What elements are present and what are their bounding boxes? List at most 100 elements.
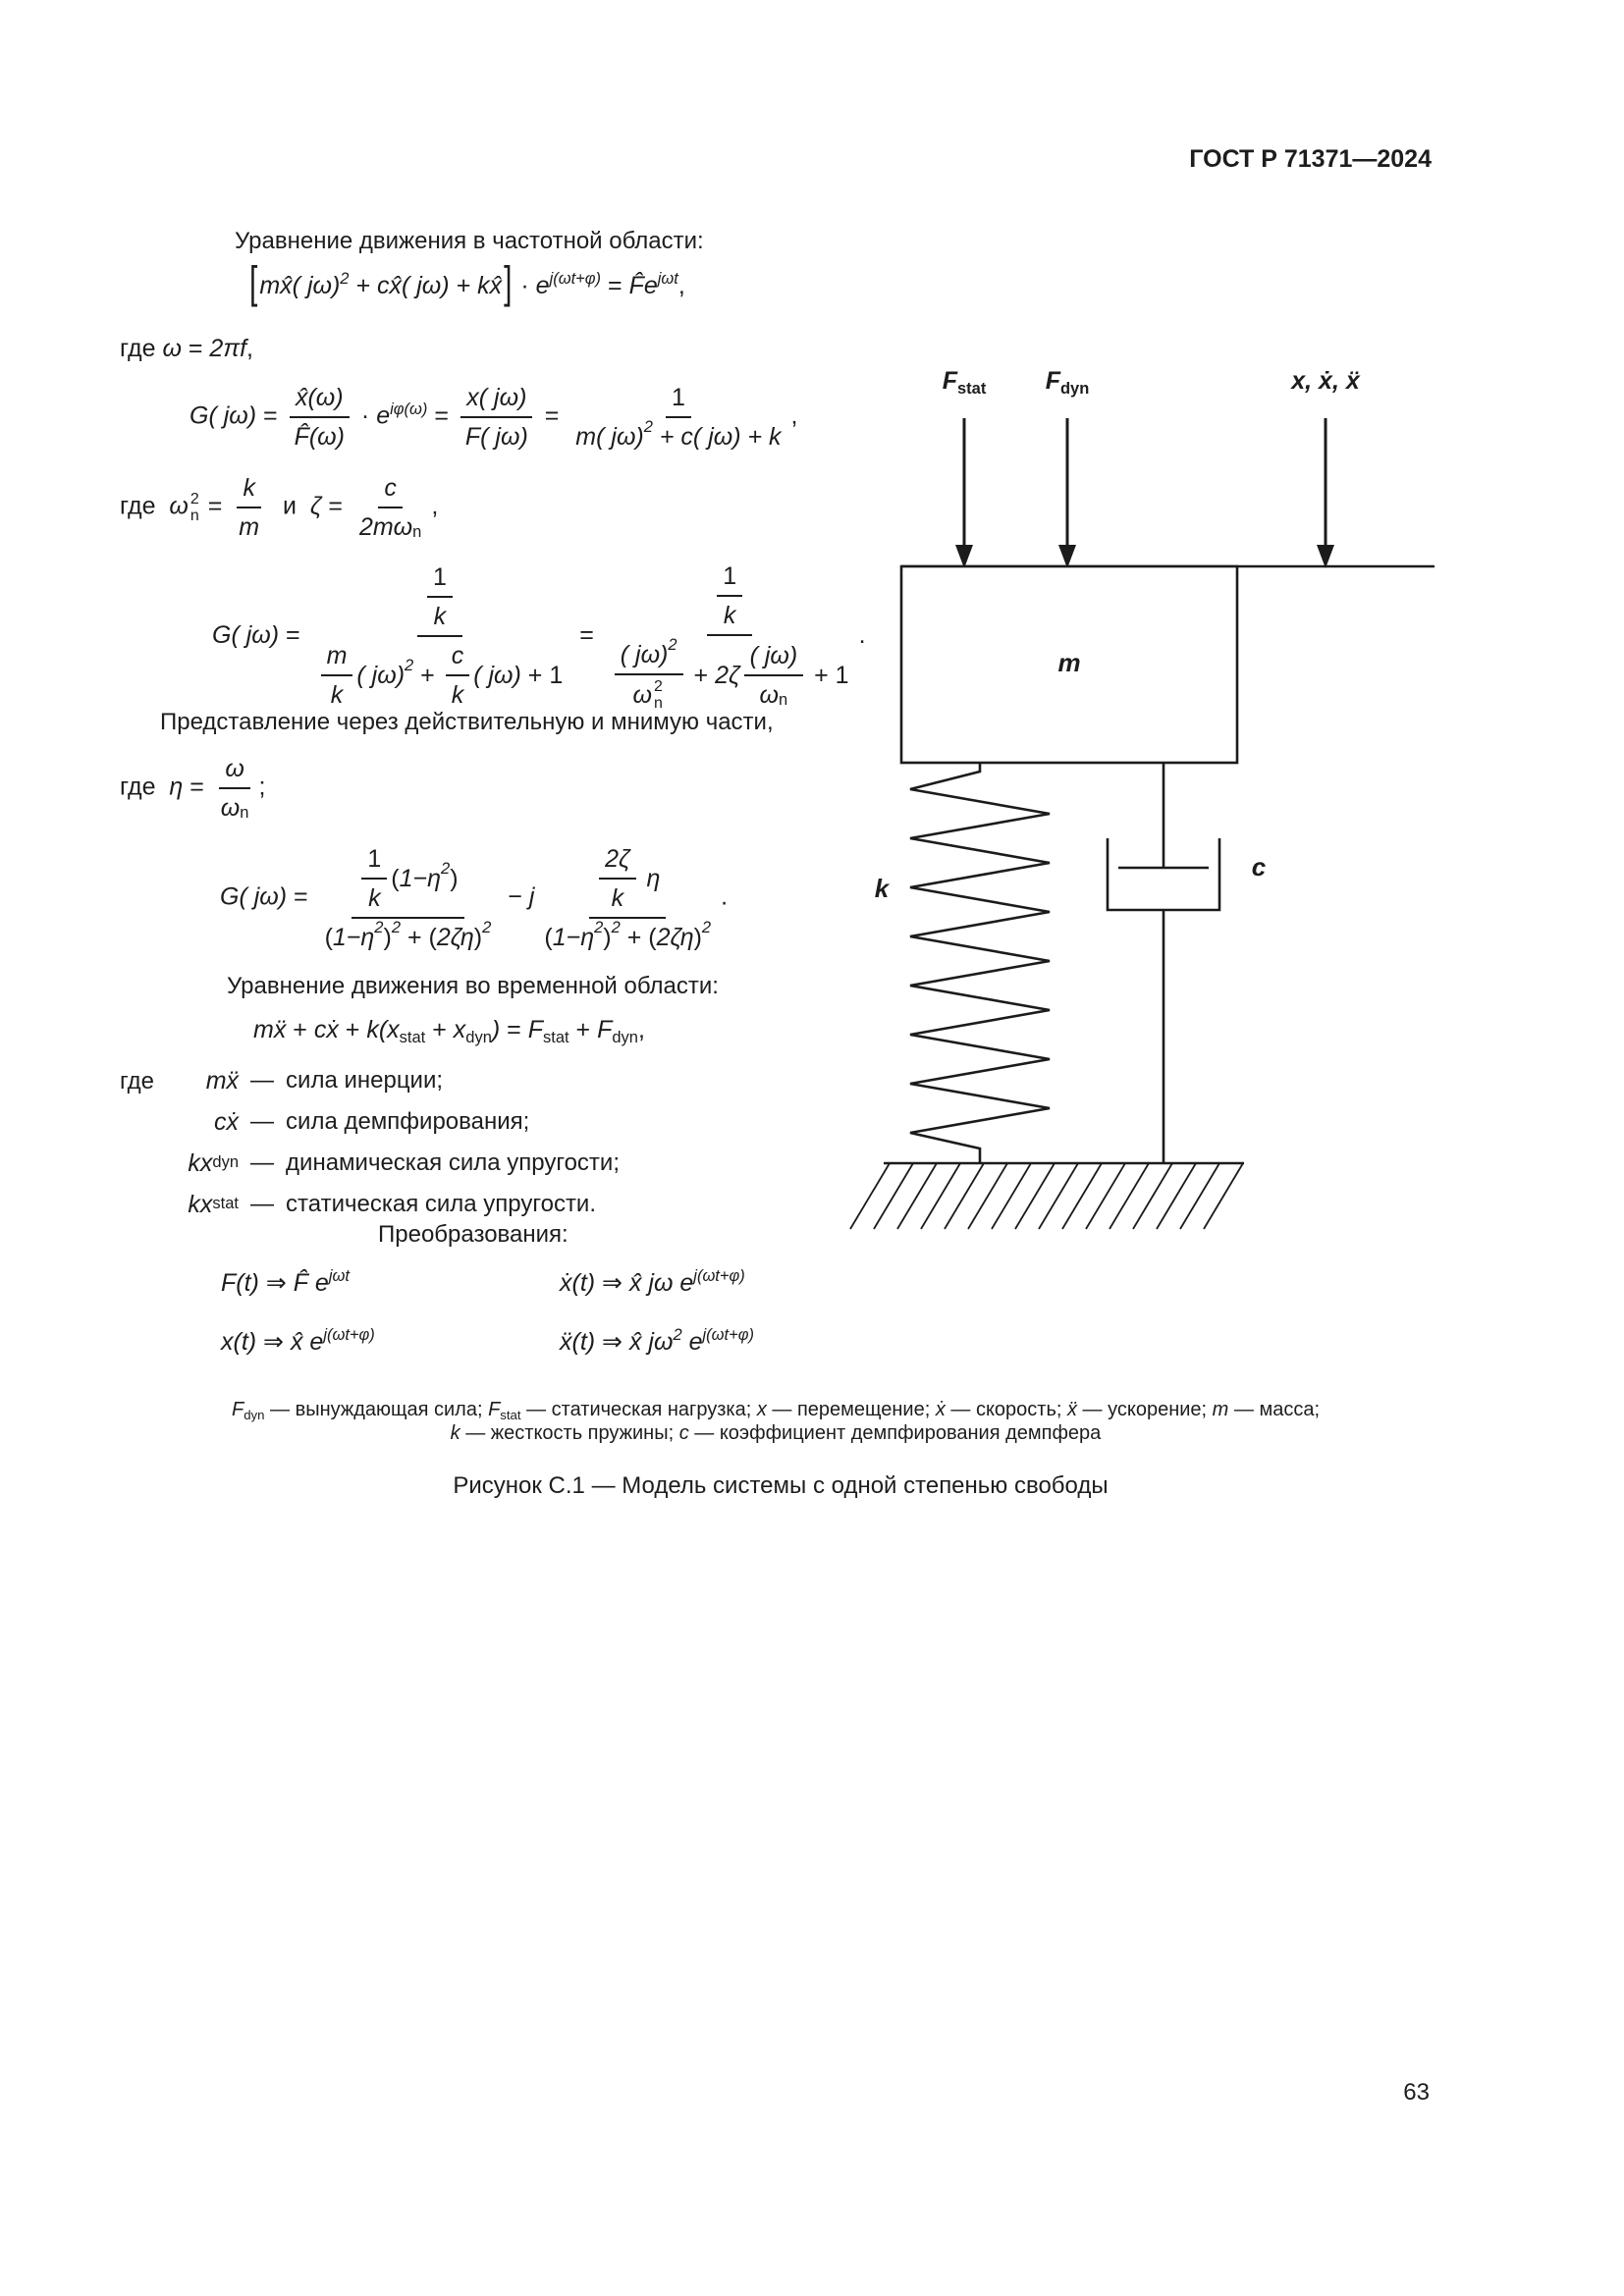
math-token: η: [169, 773, 184, 801]
math-token: ⇒: [595, 1269, 629, 1297]
definitions-list: где mẍ — сила инерции; cẋ — сила демпфир…: [120, 1060, 620, 1225]
math-token: F: [1045, 367, 1060, 395]
math-token: +: [286, 1016, 314, 1043]
definition-text: сила инерции;: [286, 1067, 444, 1094]
math-token: ⇒: [256, 1328, 291, 1356]
math-token: e: [681, 1328, 703, 1356]
math-token: =: [183, 773, 211, 801]
subscript: dyn: [612, 1029, 638, 1047]
math-token: где: [120, 492, 170, 520]
sdof-diagram: Fstat Fdyn x, ẋ, ẍ m k c: [825, 353, 1473, 1237]
math-token: ω: [162, 335, 182, 362]
hatch-line: [1179, 1162, 1220, 1230]
label-motion: x, ẋ, ẍ: [1267, 367, 1384, 396]
math-token: F(t): [221, 1269, 259, 1297]
numerator: 1: [361, 844, 388, 880]
math-token: F: [488, 1399, 501, 1420]
math-token: 1: [671, 384, 685, 411]
math-token: + c( jω) + k: [652, 423, 782, 451]
math-token: 2mω: [358, 513, 413, 541]
transformation-formula: F(t) ⇒ F̂ ejωt: [221, 1267, 560, 1298]
numerator: ( jω)2: [614, 636, 683, 675]
math-token: 2ζ: [715, 662, 740, 690]
hatch-line: [1038, 1162, 1079, 1230]
hatch-line: [1085, 1162, 1126, 1230]
superscript: 2: [673, 1326, 682, 1345]
fraction: x( jω)F( jω): [460, 383, 534, 452]
math-token: x̂ jω e: [628, 1269, 694, 1297]
math-token: ,: [790, 401, 798, 430]
superscript: 2: [594, 918, 604, 936]
math-token: ẍ(t): [560, 1328, 596, 1356]
math-token: k: [450, 1422, 460, 1444]
superscript: 2: [482, 918, 492, 936]
label-f-dyn: Fdyn: [1022, 367, 1112, 398]
superscript: 2: [668, 635, 677, 654]
hatch-line: [991, 1162, 1032, 1230]
math-token: где: [120, 773, 170, 801]
math-token: e: [535, 272, 550, 299]
math-token: n: [653, 695, 663, 713]
math-token: x: [453, 1016, 466, 1043]
math-token: k: [723, 602, 736, 629]
where-omega: где ω = 2πf,: [120, 334, 253, 363]
equation-time-domain: mẍ + cẋ + k(xstat + xdyn) = Fstat + Fdyn…: [253, 1015, 645, 1046]
math-token: ẍ: [1066, 1399, 1077, 1420]
math-token: x: [756, 1399, 767, 1420]
math-token: F̂ e: [293, 1269, 329, 1297]
definition-term: mẍ: [168, 1066, 239, 1095]
superscript: 2: [441, 859, 451, 878]
section-title-frequency: Уравнение движения в частотной области:: [235, 228, 704, 254]
math-token: ,: [1331, 367, 1346, 395]
math-token: 1−η: [552, 924, 595, 951]
math-token: (: [391, 865, 400, 892]
math-token: ,: [677, 272, 685, 299]
hatch-line: [1109, 1162, 1150, 1230]
math-token: ω: [169, 492, 189, 520]
math-token: k: [243, 474, 255, 502]
math-token: x̂ e: [290, 1328, 324, 1356]
math-token: .: [721, 882, 729, 911]
denominator: k: [325, 676, 350, 710]
math-token: ,: [1305, 367, 1320, 395]
math-token: mẍ: [253, 1016, 287, 1043]
math-token: — ускорение;: [1076, 1399, 1213, 1420]
label-damper-c: c: [1251, 852, 1267, 881]
figure-caption: Рисунок С.1 — Модель системы с одной сте…: [453, 1472, 1109, 1499]
transformation-formula: ẍ(t) ⇒ x̂ jω2 ej(ωt+φ): [560, 1326, 754, 1357]
subscript: stat: [542, 1029, 569, 1047]
numerator: 1: [717, 561, 743, 597]
math-token: ( jω): [356, 662, 406, 690]
math-token: (: [544, 924, 553, 951]
definition-text: динамическая сила упругости;: [286, 1149, 620, 1176]
numerator: ( jω): [743, 641, 804, 677]
denominator: k: [362, 880, 387, 913]
math-token: ω: [759, 681, 780, 710]
math-token: m: [239, 513, 260, 541]
spring: [909, 763, 1051, 1163]
math-token: F: [942, 367, 957, 395]
superscript: 2: [340, 270, 350, 289]
denominator: k: [718, 597, 742, 630]
denominator: k: [606, 880, 630, 913]
math-token: mx̂( jω): [259, 272, 341, 299]
hatch-line: [1061, 1162, 1103, 1230]
definition-row: cẋ — сила демпфирования;: [168, 1101, 620, 1143]
